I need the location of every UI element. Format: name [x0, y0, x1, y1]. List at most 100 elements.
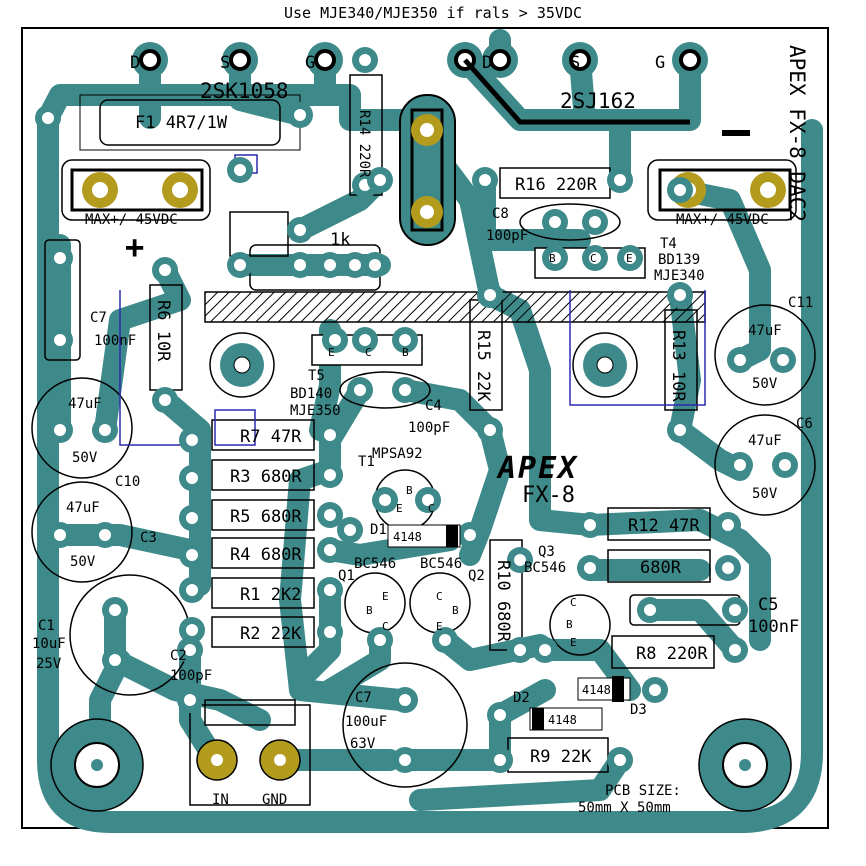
t5-alt: MJE350 — [290, 403, 341, 419]
q3-name: Q3 — [538, 544, 555, 560]
solder-pad-hole — [729, 644, 741, 656]
solder-pad-hole — [439, 634, 451, 646]
t4-pin-c: C — [590, 252, 597, 265]
solder-pad-hole — [589, 252, 601, 264]
c1-voltage: 25V — [36, 656, 62, 672]
c11-name: C11 — [788, 295, 813, 311]
r13-label: R13 10R — [668, 330, 688, 402]
solder-pad-hole — [584, 519, 596, 531]
solder-pad-hole — [379, 494, 391, 506]
solder-pad-hole — [479, 174, 491, 186]
solder-pad-hole — [54, 529, 66, 541]
solder-pad-hole — [186, 434, 198, 446]
solder-pad-hole — [184, 694, 196, 706]
solder-pad-hole — [344, 524, 356, 536]
solder-pad-hole — [422, 494, 434, 506]
c10-value: 47uF — [66, 500, 100, 516]
right-fet-pin-g: G — [655, 53, 665, 73]
c6-name: C6 — [796, 416, 813, 432]
c1-name: C1 — [38, 618, 55, 634]
d3-part: 4148 — [582, 683, 611, 697]
c11-value: 47uF — [748, 323, 782, 339]
fuse-label: F1 4R7/1W — [135, 113, 228, 133]
c5-value: 100nF — [748, 617, 799, 637]
r9-label: R9 22K — [530, 747, 592, 767]
fet-pin-hole — [314, 49, 336, 71]
solder-pad-hole — [399, 694, 411, 706]
solder-pad-hole — [484, 424, 496, 436]
solder-pad-hole — [549, 216, 561, 228]
solder-pad-hole — [584, 562, 596, 574]
c7-big-value: 100uF — [345, 714, 387, 730]
solder-pad-hole — [234, 259, 246, 271]
solder-pad-hole — [374, 634, 386, 646]
right-fet-pin-d: D — [482, 53, 492, 73]
d1-part: 4148 — [393, 530, 422, 544]
r10-label: R10 680R — [493, 560, 513, 643]
minus-marker — [722, 130, 750, 136]
fet-pin-hole — [139, 49, 161, 71]
t5-part: BD140 — [290, 386, 332, 402]
c7-top-name: C7 — [90, 310, 107, 326]
solder-pad-hole — [42, 112, 54, 124]
c7-top-value: 100nF — [94, 333, 136, 349]
solder-pad-hole — [54, 334, 66, 346]
t1-pin-e: E — [396, 502, 403, 515]
solder-pad-hole — [649, 684, 661, 696]
solder-pad-hole — [54, 252, 66, 264]
c10-name: C10 — [115, 474, 140, 490]
solder-pad-hole — [464, 529, 476, 541]
q2-part: BC546 — [420, 556, 462, 572]
q1-pin-c: C — [382, 620, 389, 633]
q1-pin-e: E — [382, 590, 389, 603]
solder-pad-hole — [624, 252, 636, 264]
solder-pad-hole — [324, 469, 336, 481]
c8-value: 100pF — [486, 228, 528, 244]
q2-pin-c: C — [436, 590, 443, 603]
t1-pin-c: C — [428, 502, 435, 515]
r8-label: R8 220R — [636, 644, 708, 664]
q1-pin-b: B — [366, 604, 373, 617]
c7-big-name: C7 — [355, 690, 372, 706]
header-note: Use MJE340/MJE350 if rals > 35VDC — [284, 4, 582, 22]
solder-pad-hole — [494, 754, 506, 766]
c8-name: C8 — [492, 206, 509, 222]
terminal-gnd-label: GND — [262, 792, 287, 808]
c4-value: 100pF — [408, 420, 450, 436]
solder-pad-hole — [294, 259, 306, 271]
c2-name: C2 — [170, 648, 187, 664]
solder-pad-hole — [234, 164, 246, 176]
r7-label: R7 47R — [240, 427, 302, 447]
r2-label: R2 22K — [240, 624, 302, 644]
solder-pad-hole — [354, 384, 366, 396]
solder-pad-hole — [399, 384, 411, 396]
t1-part: MPSA92 — [372, 446, 423, 462]
c11-voltage: 50V — [752, 376, 778, 392]
c5-name: C5 — [758, 595, 778, 615]
solder-pad-hole — [589, 216, 601, 228]
fet-pin-hole — [229, 49, 251, 71]
left-max-label: MAX+/-45VDC — [85, 212, 178, 228]
q1-part: BC546 — [354, 556, 396, 572]
solder-pad-hole — [539, 644, 551, 656]
terminal-in-label: IN — [212, 792, 229, 808]
solder-pad-hole — [674, 424, 686, 436]
solder-pad-hole — [734, 354, 746, 366]
r14-label: R14 220R — [356, 110, 372, 178]
solder-pad-hole — [399, 334, 411, 346]
blue-outlines — [119, 154, 706, 446]
solder-pad-hole — [674, 184, 686, 196]
t5-pin-b: B — [402, 346, 409, 359]
t4-part: BD139 — [658, 252, 700, 268]
q3-pin-c: C — [570, 596, 577, 609]
c6-value: 47uF — [748, 433, 782, 449]
solder-pad-hole — [399, 754, 411, 766]
solder-pad-hole — [109, 604, 121, 616]
solder-pad-hole — [369, 259, 381, 271]
c10-voltage: 50V — [70, 554, 96, 570]
pcb-size-line2: 50mm X 50mm — [578, 800, 671, 816]
r3-label: R3 680R — [230, 467, 302, 487]
c1-value: 10uF — [32, 636, 66, 652]
